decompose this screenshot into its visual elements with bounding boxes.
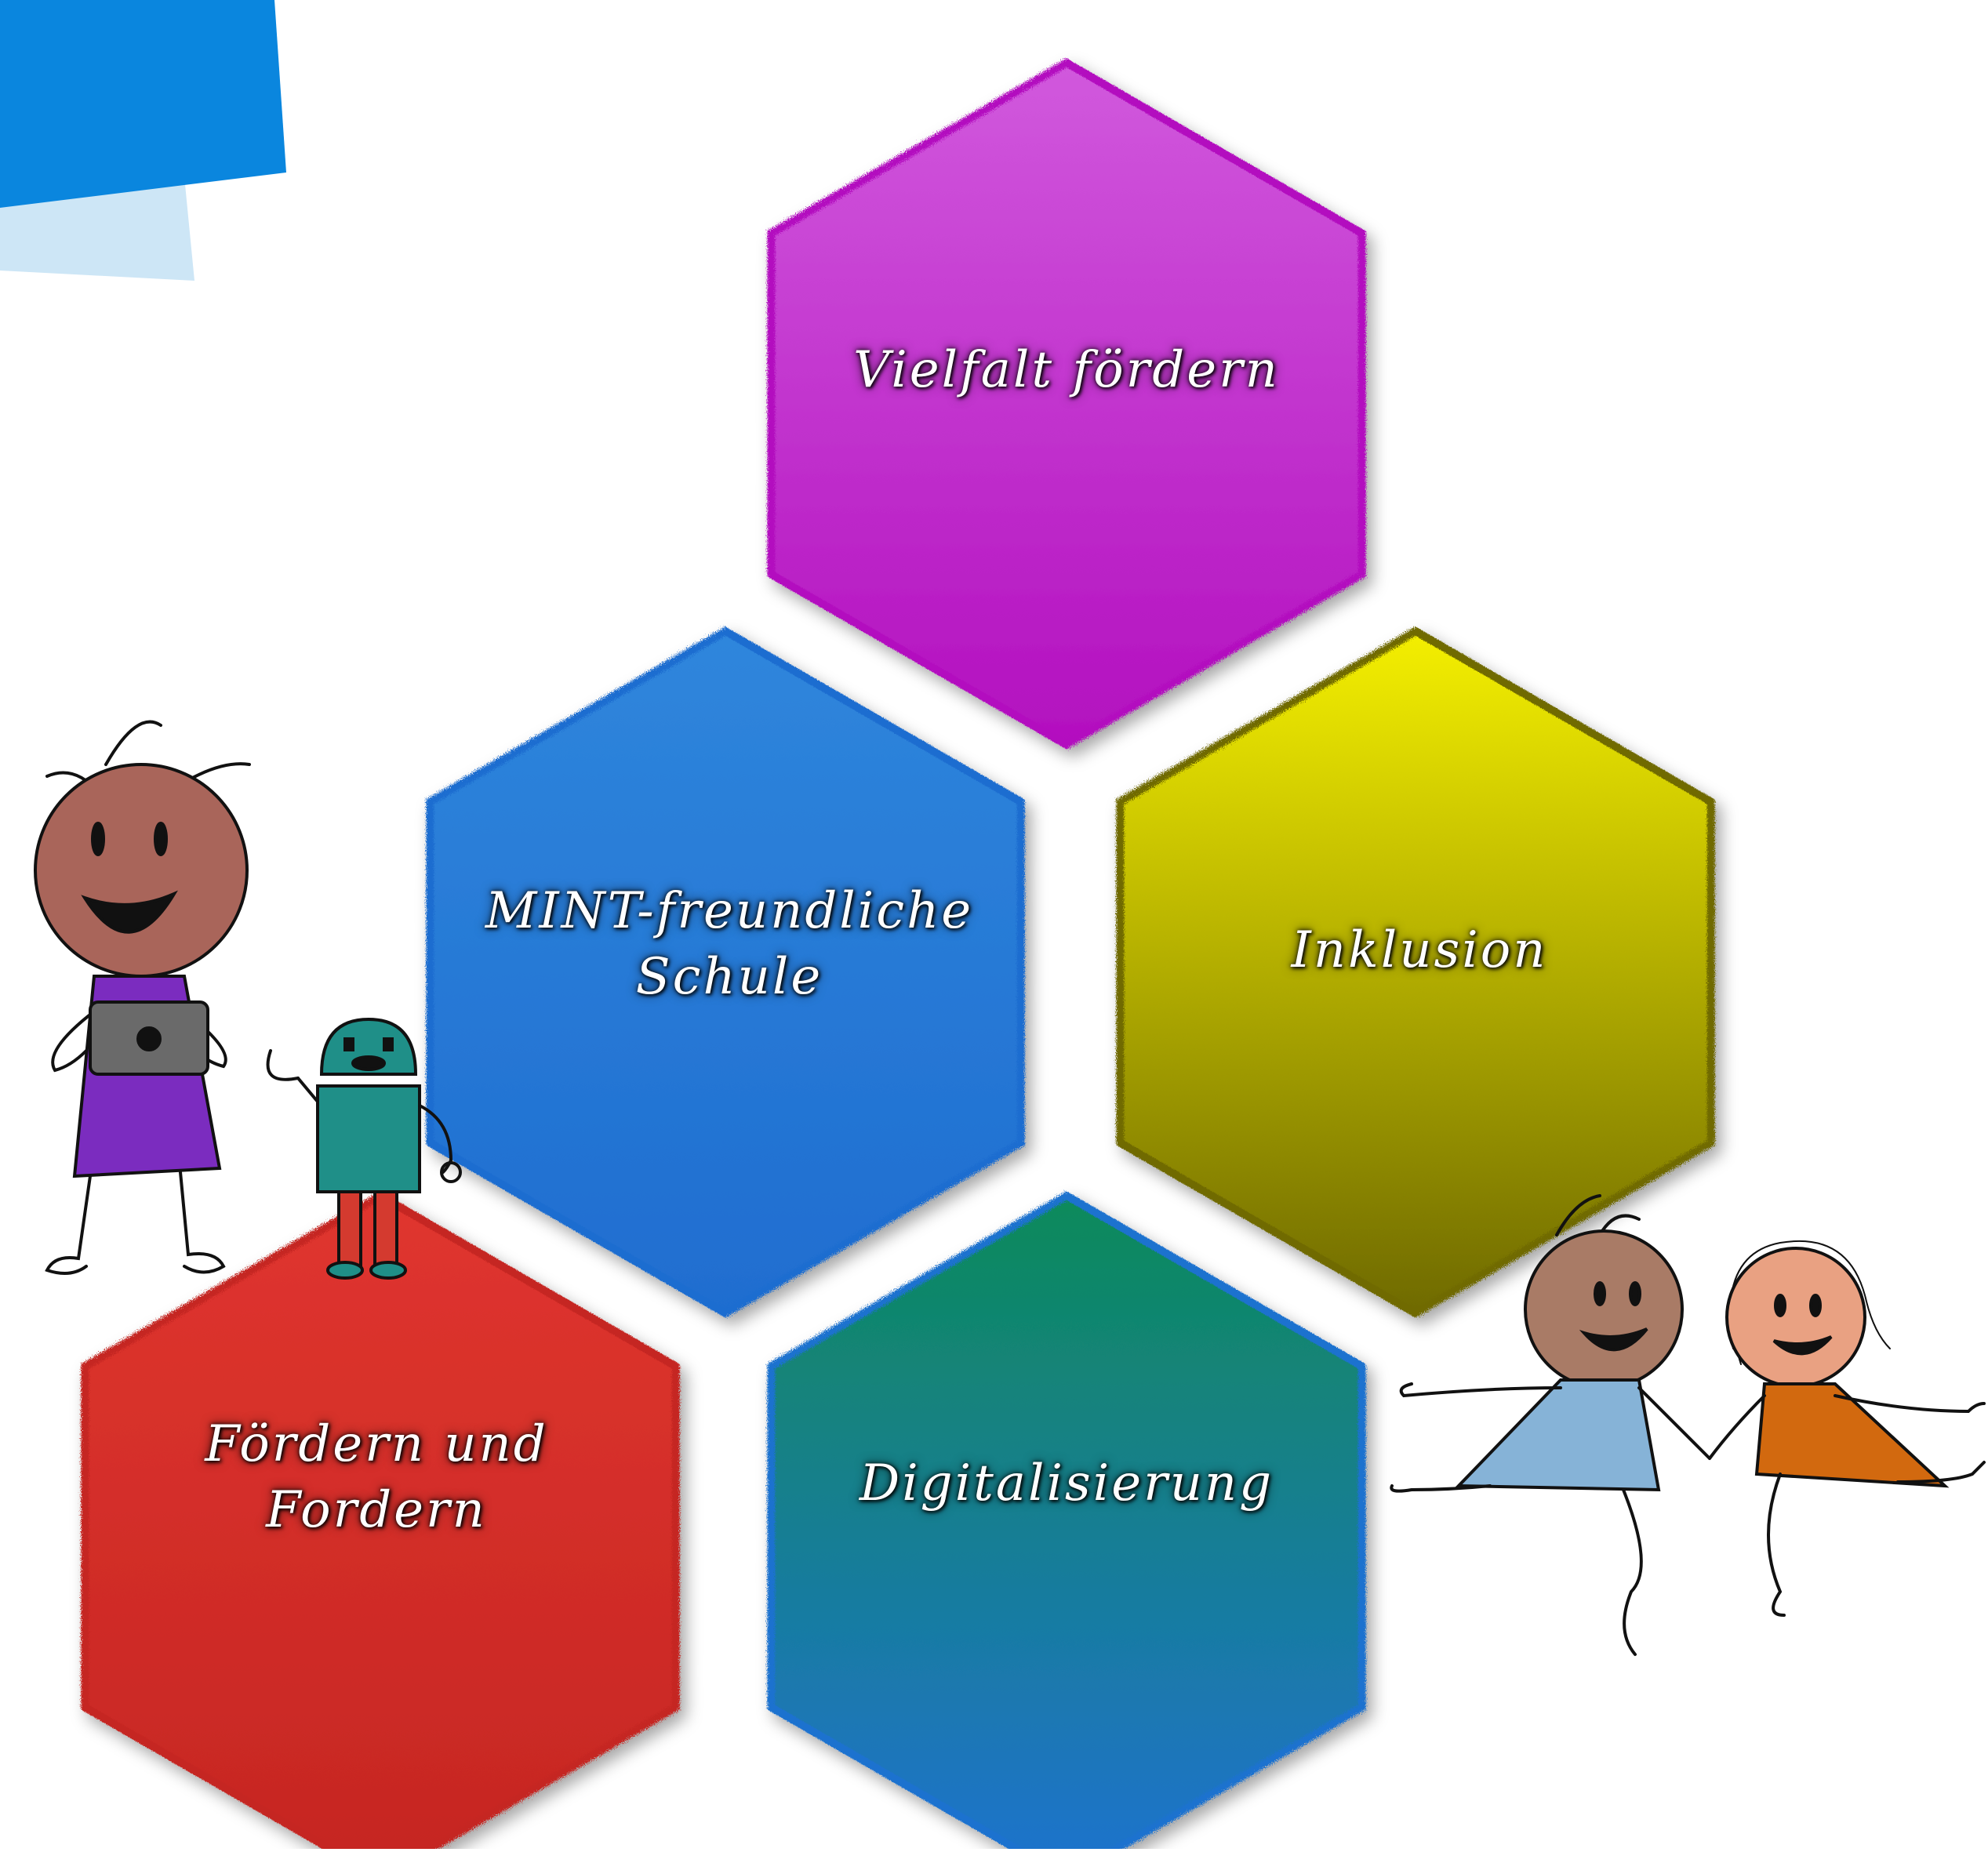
robot-claw [266,1049,300,1081]
robot-arm [296,1077,319,1103]
hexagon-label-foerdern: Fördern und Fordern [205,1415,548,1539]
girl-arm [51,1010,96,1073]
hexagon-label-inklusion: Inklusion [1291,921,1548,979]
hexagon-shadow-inklusion [1116,626,1715,1318]
hexagon-digital [767,1191,1366,1852]
girl-eye [154,822,168,856]
kid-eye [1809,1294,1822,1317]
kid-arm [1399,1382,1562,1398]
girl-head [34,763,249,978]
kid-head [1524,1229,1684,1389]
hexagon-foerdern [81,1191,680,1852]
corner-dark-blue-shape [0,0,286,208]
hexagon-shadow-vielfalt [767,58,1366,750]
girl-hair-strand [187,762,251,782]
robot-hand [440,1161,462,1183]
corner-light-blue-shape [0,176,194,281]
corner-decoration [0,0,286,281]
kid-orange-dress-figure [1708,1240,1986,1617]
robot-leg [373,1190,398,1268]
kid-eye [1594,1281,1606,1306]
robot-body [316,1084,421,1193]
kid-leg [1767,1473,1786,1617]
girl-hair-strand [104,720,162,766]
robot-head [319,1017,418,1076]
kid-leg [1622,1488,1643,1656]
hexagon-mint [426,626,1025,1318]
hexagon-shadow-foerdern [81,1191,680,1852]
kid-hair [1729,1240,1891,1349]
robot-arm [418,1104,453,1174]
hexagon-inklusion [1116,626,1715,1318]
kid-eye [1629,1281,1641,1306]
hexagon-vielfalt [767,58,1366,750]
robot-mouth [351,1055,386,1071]
robot-leg [337,1190,362,1268]
kid-eye [1774,1294,1786,1317]
girl-smile [81,890,178,934]
hexagon-label-vielfalt: Vielfalt fördern [853,341,1280,399]
kid-leg [1390,1484,1492,1493]
girl-eye [91,822,105,856]
hexagon-shadow-mint [426,626,1025,1318]
kid-dress [1455,1378,1661,1492]
robot-eye [383,1037,394,1051]
robot-eye [343,1037,354,1051]
kid-head [1725,1247,1866,1388]
girl-leg [179,1171,226,1274]
kid-dress [1754,1382,1950,1488]
kid-arm [1708,1394,1766,1460]
kid-hair-strand [1555,1194,1601,1236]
kid-smile [1579,1327,1648,1352]
kid-arm [1834,1394,1986,1414]
robot-foot [326,1261,364,1280]
hexagon-label-digital: Digitalisierung [859,1454,1274,1512]
girl-with-tablet-figure [34,720,251,1275]
robot-foot [369,1261,407,1280]
girl-leg [45,1175,92,1275]
apple-logo-icon [136,1026,162,1051]
hexagon-shadow-digital [767,1191,1366,1852]
kid-smile [1772,1335,1833,1356]
hexagon-layer [81,58,1715,1852]
robot-figure [266,1017,462,1280]
hexagon-label-mint: MINT-freundliche Schule [485,882,974,1006]
kid-leg [1896,1461,1986,1483]
kid-arm [1637,1386,1711,1460]
kid-blue-dress-figure [1390,1194,1711,1656]
